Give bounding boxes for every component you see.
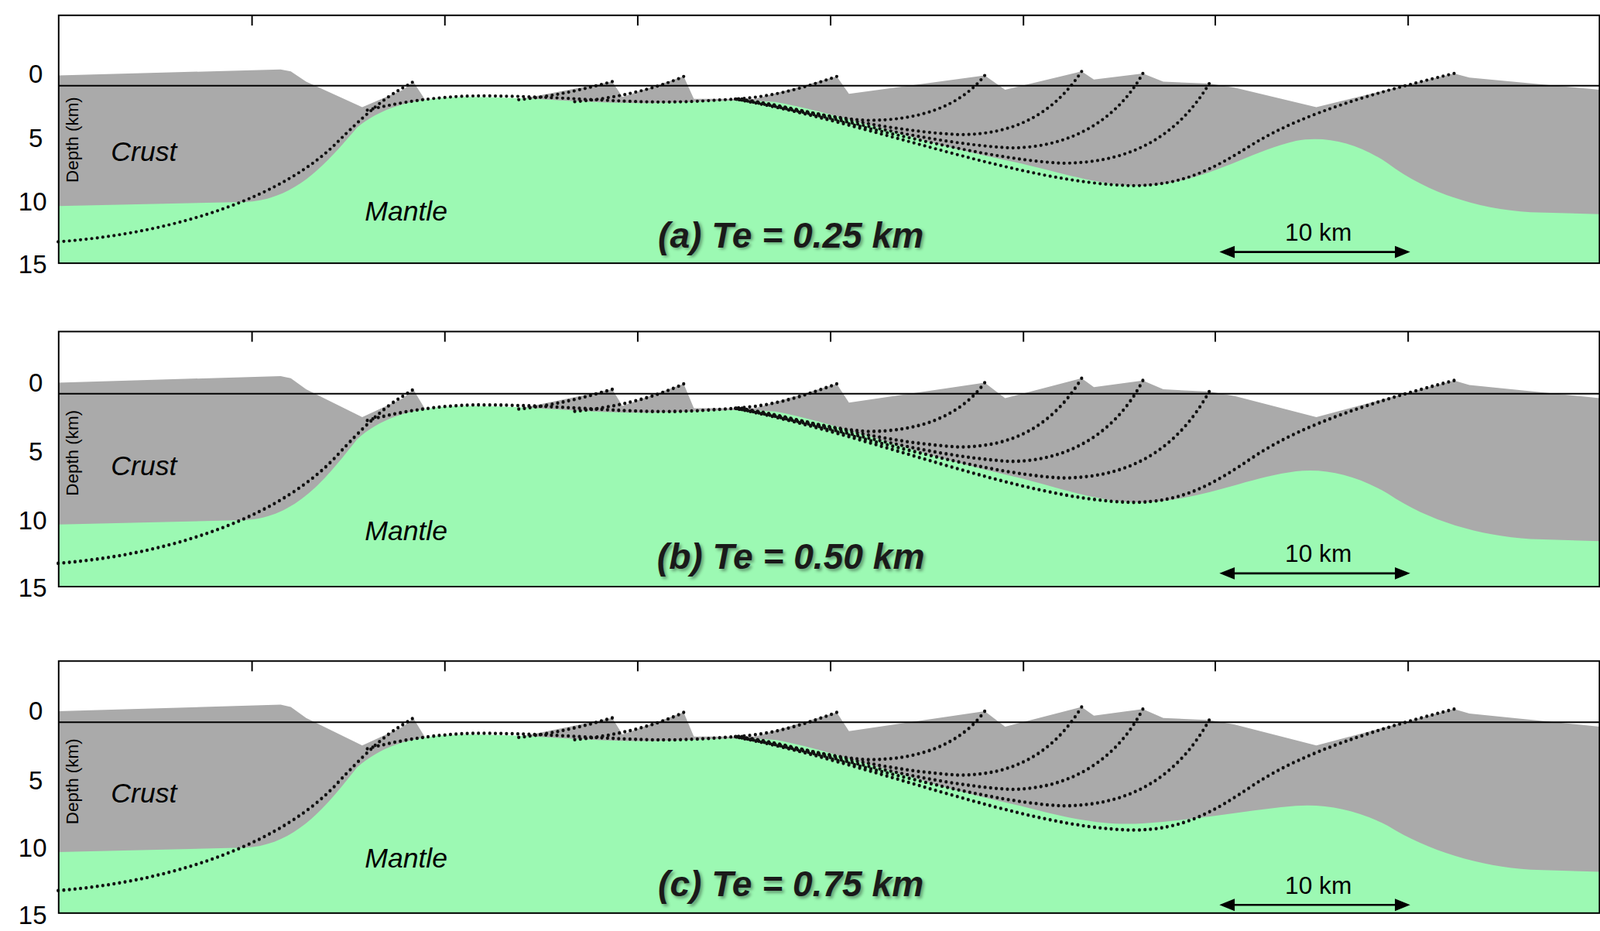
depth-tick-label: 10 <box>18 189 48 216</box>
depth-tick-label: 5 <box>28 767 43 793</box>
crust-label: Crust <box>110 138 177 167</box>
scale-bar-label: 10 km <box>1284 220 1352 246</box>
axis-title: Depth (km) <box>63 97 81 184</box>
mantle-label: Mantle <box>364 198 448 227</box>
depth-tick-label: 15 <box>18 251 48 278</box>
panel-title: (a) Te = 0.25 km <box>657 216 924 253</box>
panel-c <box>58 661 1600 914</box>
panel-title: (c) Te = 0.75 km <box>657 865 924 902</box>
mantle-label: Mantle <box>364 845 448 874</box>
axis-title: Depth (km) <box>63 738 81 825</box>
crust-label: Crust <box>110 452 177 480</box>
scale-bar-label: 10 km <box>1284 541 1352 567</box>
axis-title: Depth (km) <box>63 410 81 497</box>
scale-bar-label: 10 km <box>1284 873 1352 898</box>
depth-tick-label: 5 <box>28 439 43 466</box>
depth-tick-label: 5 <box>28 126 43 152</box>
panel-title: (b) Te = 0.50 km <box>657 537 926 574</box>
depth-tick-label: 0 <box>28 370 43 396</box>
depth-tick-label: 15 <box>18 901 48 928</box>
crust-label: Crust <box>110 780 177 809</box>
mantle-label: Mantle <box>364 517 448 546</box>
depth-tick-label: 0 <box>28 61 43 88</box>
depth-tick-label: 0 <box>28 698 43 724</box>
panel-b <box>58 331 1600 587</box>
depth-tick-label: 10 <box>18 835 48 861</box>
depth-tick-label: 10 <box>18 507 48 534</box>
depth-tick-label: 15 <box>18 575 48 601</box>
panel-a <box>58 15 1600 264</box>
